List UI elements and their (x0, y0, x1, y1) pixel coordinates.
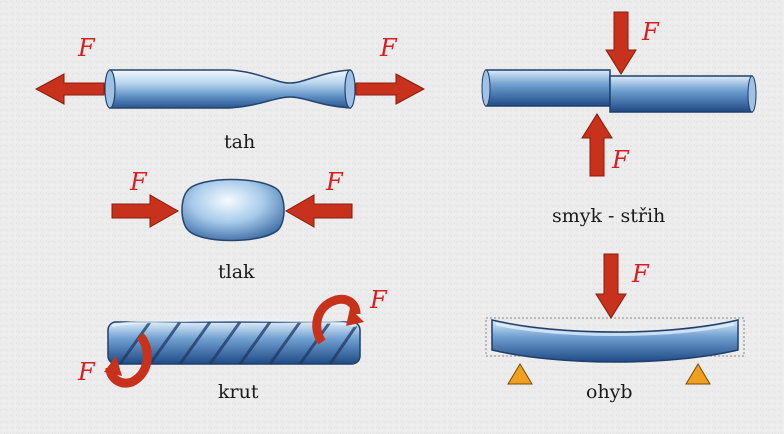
shear-label: smyk - střih (552, 205, 665, 227)
compression-force-right-label: F (325, 168, 344, 196)
shear-force-bottom-label: F (611, 146, 630, 174)
shear-rod-left (486, 70, 610, 106)
shear-force-top-label: F (641, 18, 660, 46)
torsion-label: krut (218, 381, 259, 403)
shear-rod-end-left (482, 70, 490, 106)
shear-rod-end-right (748, 76, 756, 112)
tension-rod-end-left (105, 70, 115, 108)
tension-force-right-label: F (379, 34, 398, 62)
tension-rod-end-right (345, 70, 355, 108)
tension-label: tah (224, 131, 255, 153)
shear-rod-right (610, 76, 752, 112)
compression-label: tlak (218, 261, 255, 283)
compression-body (182, 180, 284, 241)
tension-force-left-label: F (77, 34, 96, 62)
bending-force-label: F (631, 260, 650, 288)
torsion-force-left-label: F (77, 358, 96, 386)
compression-force-left-label: F (129, 168, 148, 196)
torsion-force-right-label: F (369, 286, 388, 314)
bending-label: ohyb (586, 381, 633, 403)
